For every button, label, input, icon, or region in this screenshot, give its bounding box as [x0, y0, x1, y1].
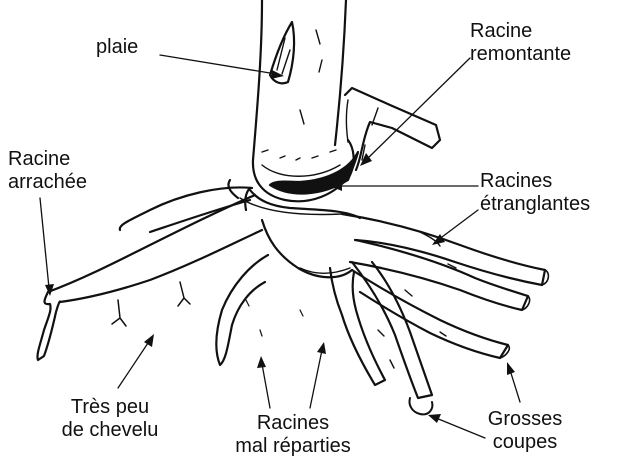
label-racine-arrachee-line2: arrachée [8, 171, 87, 194]
leader-etranglantes-2 [438, 210, 478, 240]
leader-mal-reparties-2 [310, 350, 322, 408]
label-racines-etranglantes-line1: Racines [480, 170, 590, 193]
label-racines-mal-reparties-line1: Racines [218, 412, 368, 435]
label-racines-mal-reparties-line2: mal réparties [218, 435, 368, 458]
leader-mal-reparties-1 [262, 364, 270, 408]
label-racine-arrachee: Racine arrachée [8, 148, 87, 194]
trunk [253, 0, 346, 160]
leader-racine-arrachee [40, 198, 49, 288]
cut-root-1 [352, 270, 508, 358]
cut-root-2 [352, 262, 432, 398]
torn-root-end [37, 292, 60, 360]
leader-racine-remontante [366, 58, 470, 160]
label-racines-mal-reparties: Racines mal réparties [218, 412, 368, 458]
label-racine-arrachee-line1: Racine [8, 148, 87, 171]
leader-chevelu [118, 340, 150, 388]
leader-lines [40, 55, 520, 438]
lower-left-root [216, 255, 268, 365]
ascending-root [345, 88, 440, 170]
label-tres-peu-chevelu-line2: de chevelu [40, 419, 180, 442]
label-plaie-text: plaie [96, 36, 138, 58]
label-plaie: plaie [96, 36, 138, 59]
label-tres-peu-chevelu: Très peu de chevelu [40, 396, 180, 442]
label-grosses-coupes-line2: coupes [470, 431, 580, 454]
label-grosses-coupes: Grosses coupes [470, 408, 580, 454]
label-racine-remontante: Racine remontante [470, 20, 571, 66]
label-racines-etranglantes: Racines étranglantes [480, 170, 590, 216]
label-racine-remontante-line2: remontante [470, 43, 571, 66]
label-racine-remontante-line1: Racine [470, 20, 571, 43]
leader-grosses-coupes-1 [510, 370, 520, 402]
label-tres-peu-chevelu-line1: Très peu [40, 396, 180, 419]
label-racines-etranglantes-line2: étranglantes [480, 193, 590, 216]
ascending-root-band [270, 152, 358, 194]
label-grosses-coupes-line1: Grosses [470, 408, 580, 431]
strangling-root-1 [342, 214, 545, 285]
leader-plaie [160, 55, 276, 74]
